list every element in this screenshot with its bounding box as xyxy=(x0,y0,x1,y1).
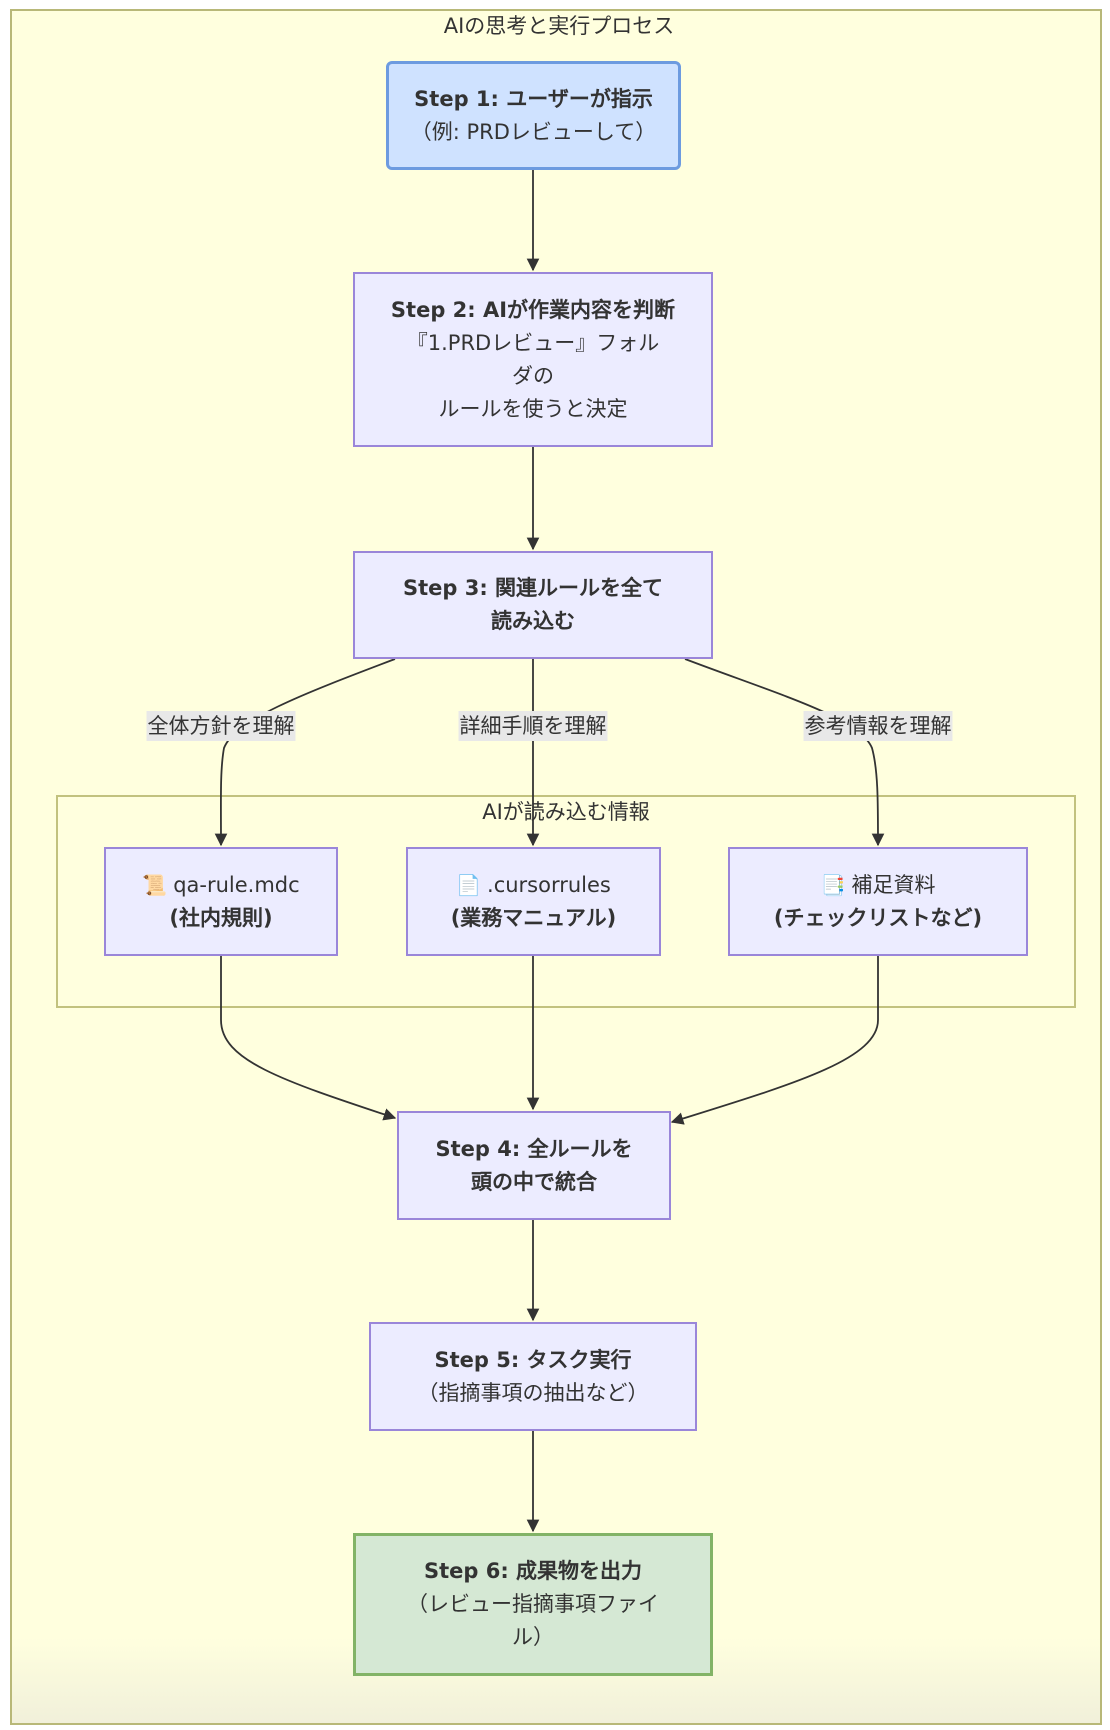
step4-title-line1: Step 4: 全ルールを xyxy=(435,1136,633,1161)
source-cursorrules-node[interactable]: 📄.cursorrules (業務マニュアル) xyxy=(406,847,661,956)
step4-title-line2: 頭の中で統合 xyxy=(471,1169,597,1194)
source-qa-rule-desc: (社内規則) xyxy=(169,905,273,930)
process-cluster-title: AIの思考と実行プロセス xyxy=(443,14,675,38)
source-supplementary-node[interactable]: 📑補足資料 (チェックリストなど) xyxy=(728,847,1028,956)
step3-title-line2: 読み込む xyxy=(491,609,575,633)
step5-title: Step 5: タスク実行 xyxy=(434,1347,632,1372)
edge-label-detailed-steps: 詳細手順を理解 xyxy=(458,711,608,741)
bookmark-tabs-icon: 📑 xyxy=(820,872,846,897)
info-subgraph-title: AIが読み込む情報 xyxy=(482,800,650,824)
source-supplementary-desc: (チェックリストなど) xyxy=(773,905,983,930)
edge-qa-rule-step4 xyxy=(220,956,397,1121)
step5-detail: （指摘事項の抽出など） xyxy=(417,1380,649,1405)
edge-step3-qa-rule xyxy=(214,658,396,847)
source-cursorrules-name: .cursorrules xyxy=(487,872,611,897)
edge-step3-supplementary xyxy=(684,658,885,847)
step4-node[interactable]: Step 4: 全ルールを 頭の中で統合 xyxy=(397,1111,671,1220)
step5-node[interactable]: Step 5: タスク実行 （指摘事項の抽出など） xyxy=(369,1322,697,1431)
source-supplementary-name: 補足資料 xyxy=(851,872,936,897)
step2-detail-line1: 『1.PRDレビュー』フォル xyxy=(406,330,660,355)
edge-label-reference-info: 参考情報を理解 xyxy=(803,711,953,741)
source-cursorrules-desc: (業務マニュアル) xyxy=(450,905,617,930)
step6-title: Step 6: 成果物を出力 xyxy=(423,1559,643,1583)
step2-node[interactable]: Step 2: AIが作業内容を判断 『1.PRDレビュー』フォル ダの ルール… xyxy=(353,272,713,447)
step6-detail-line1: （レビュー指摘事項ファイ xyxy=(407,1592,659,1616)
edge-label-overall-policy: 全体方針を理解 xyxy=(146,711,296,741)
page-icon: 📄 xyxy=(456,872,482,897)
step3-node[interactable]: Step 3: 関連ルールを全て 読み込む xyxy=(353,551,713,659)
step1-detail: （例: PRDレビューして） xyxy=(410,119,657,144)
step1-title: Step 1: ユーザーが指示 xyxy=(414,86,653,111)
step1-node[interactable]: Step 1: ユーザーが指示 （例: PRDレビューして） xyxy=(386,61,681,170)
edge-supplementary-step4 xyxy=(670,956,879,1125)
step2-detail-line3: ルールを使うと決定 xyxy=(438,396,628,421)
step2-title: Step 2: AIが作業内容を判断 xyxy=(390,297,676,322)
info-subgraph xyxy=(56,795,1076,1008)
step3-title-line1: Step 3: 関連ルールを全て xyxy=(402,576,664,600)
source-qa-rule-node[interactable]: 📜qa-rule.mdc (社内規則) xyxy=(104,847,338,956)
scroll-icon: 📜 xyxy=(142,872,168,897)
step6-node[interactable]: Step 6: 成果物を出力 （レビュー指摘事項ファイ ル） xyxy=(353,1533,713,1676)
step6-detail-line2: ル） xyxy=(512,1625,554,1649)
step2-detail-line2: ダの xyxy=(512,363,554,388)
source-qa-rule-name: qa-rule.mdc xyxy=(173,872,300,897)
